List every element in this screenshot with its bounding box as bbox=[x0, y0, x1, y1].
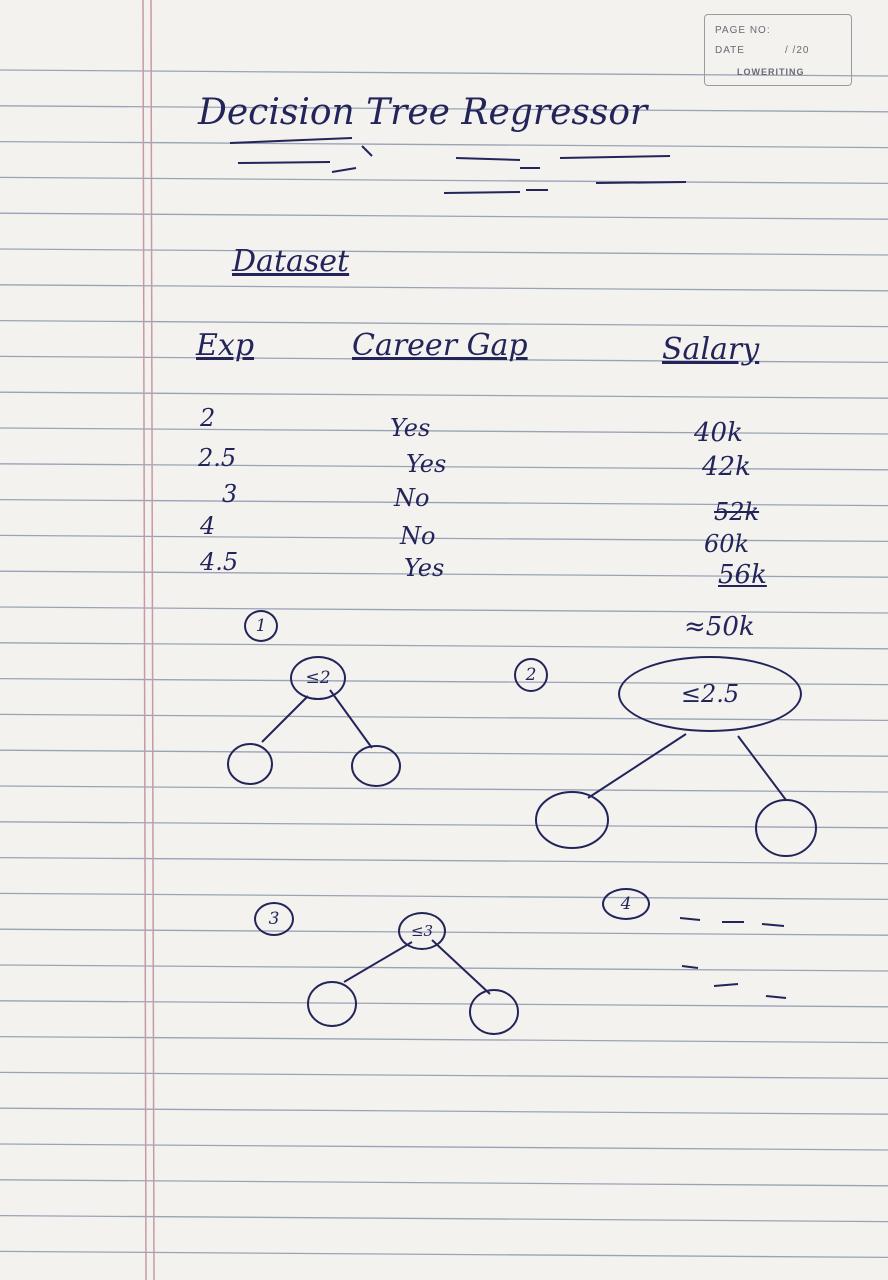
date-value: / /20 bbox=[785, 45, 810, 56]
tree-number: 1 bbox=[244, 610, 278, 642]
ruled-line bbox=[0, 248, 888, 256]
cell-exp: 4 bbox=[200, 512, 216, 540]
header-salary: Salary bbox=[662, 332, 760, 367]
root-node: ≤2 bbox=[290, 656, 346, 700]
leaf-node bbox=[307, 981, 357, 1027]
root-node: ≤3 bbox=[398, 912, 446, 950]
leaf-node bbox=[227, 743, 273, 785]
tree-edge bbox=[343, 941, 413, 983]
ruled-line bbox=[0, 1035, 888, 1044]
dash-mark bbox=[761, 923, 785, 927]
ruled-line bbox=[0, 69, 888, 77]
ruled-line bbox=[0, 1071, 888, 1080]
leaf-node bbox=[755, 799, 817, 857]
cell-gap: No bbox=[394, 484, 430, 512]
cell-gap: Yes bbox=[404, 554, 445, 582]
ruled-line bbox=[0, 212, 888, 220]
dataset-label: Dataset bbox=[232, 244, 350, 279]
ruled-line bbox=[0, 785, 888, 793]
leaf-node bbox=[535, 791, 609, 849]
cell-salary: 42k bbox=[702, 452, 751, 482]
tree-edge bbox=[431, 939, 491, 995]
dash-mark bbox=[681, 965, 699, 969]
cell-gap: No bbox=[400, 522, 436, 550]
ruled-line bbox=[0, 964, 888, 972]
cell-salary: 52k bbox=[714, 498, 760, 526]
dash-mark bbox=[679, 917, 701, 921]
root-node: ≤2.5 bbox=[618, 656, 802, 732]
ruled-line bbox=[0, 355, 888, 364]
cell-salary: 56k bbox=[718, 560, 767, 590]
ruled-line bbox=[0, 105, 888, 113]
cell-gap: Yes bbox=[390, 414, 431, 442]
cell-exp: 4.5 bbox=[200, 548, 239, 576]
ruled-line bbox=[0, 498, 888, 507]
mean-salary: ≈50k bbox=[684, 612, 755, 642]
ruled-line bbox=[0, 463, 888, 471]
ruled-line bbox=[0, 821, 888, 829]
ruled-line bbox=[0, 1179, 888, 1187]
ruled-line bbox=[0, 534, 888, 543]
date-label: DATE bbox=[715, 45, 745, 56]
ruled-line bbox=[0, 749, 888, 757]
brand-text: LOWERITING bbox=[737, 67, 805, 77]
tree-number: 3 bbox=[254, 902, 294, 936]
tree-edge bbox=[587, 733, 687, 799]
tree-number: 4 bbox=[602, 888, 650, 920]
tree-edge bbox=[261, 695, 309, 743]
cell-salary: 40k bbox=[694, 418, 743, 448]
header-exp: Exp bbox=[196, 328, 255, 363]
ruled-line bbox=[0, 570, 888, 578]
ruled-line bbox=[0, 427, 888, 435]
cell-exp: 3 bbox=[222, 480, 238, 508]
page-no-label: PAGE NO: bbox=[715, 25, 771, 36]
title-underline bbox=[229, 137, 687, 194]
ruled-line bbox=[0, 892, 888, 901]
leaf-node bbox=[351, 745, 401, 787]
tree-edge bbox=[737, 735, 787, 801]
dash-mark bbox=[713, 983, 739, 987]
tree-number: 2 bbox=[514, 658, 548, 692]
ruled-line bbox=[0, 1143, 888, 1151]
cell-gap: Yes bbox=[406, 450, 447, 478]
leaf-node bbox=[469, 989, 519, 1035]
ruled-line bbox=[0, 1107, 888, 1115]
ruled-line bbox=[0, 284, 888, 292]
ruled-line bbox=[0, 176, 888, 185]
page-title: Decision Tree Regressor bbox=[198, 92, 648, 133]
ruled-line bbox=[0, 140, 888, 149]
ruled-line bbox=[0, 856, 888, 865]
cell-exp: 2.5 bbox=[198, 444, 237, 472]
header-career-gap: Career Gap bbox=[352, 328, 528, 363]
ruled-line bbox=[0, 391, 888, 399]
dash-mark bbox=[765, 995, 787, 999]
ruled-line bbox=[0, 1000, 888, 1008]
tree-edge bbox=[329, 689, 373, 749]
ruled-line bbox=[0, 319, 888, 328]
ruled-line bbox=[0, 1250, 888, 1259]
ruled-line bbox=[0, 642, 888, 650]
cell-salary: 60k bbox=[704, 530, 750, 558]
ruled-line bbox=[0, 1214, 888, 1223]
ruled-line bbox=[0, 606, 888, 614]
cell-exp: 2 bbox=[200, 404, 216, 432]
page-header-box: PAGE NO: DATE / /20 LOWERITING bbox=[704, 14, 852, 86]
